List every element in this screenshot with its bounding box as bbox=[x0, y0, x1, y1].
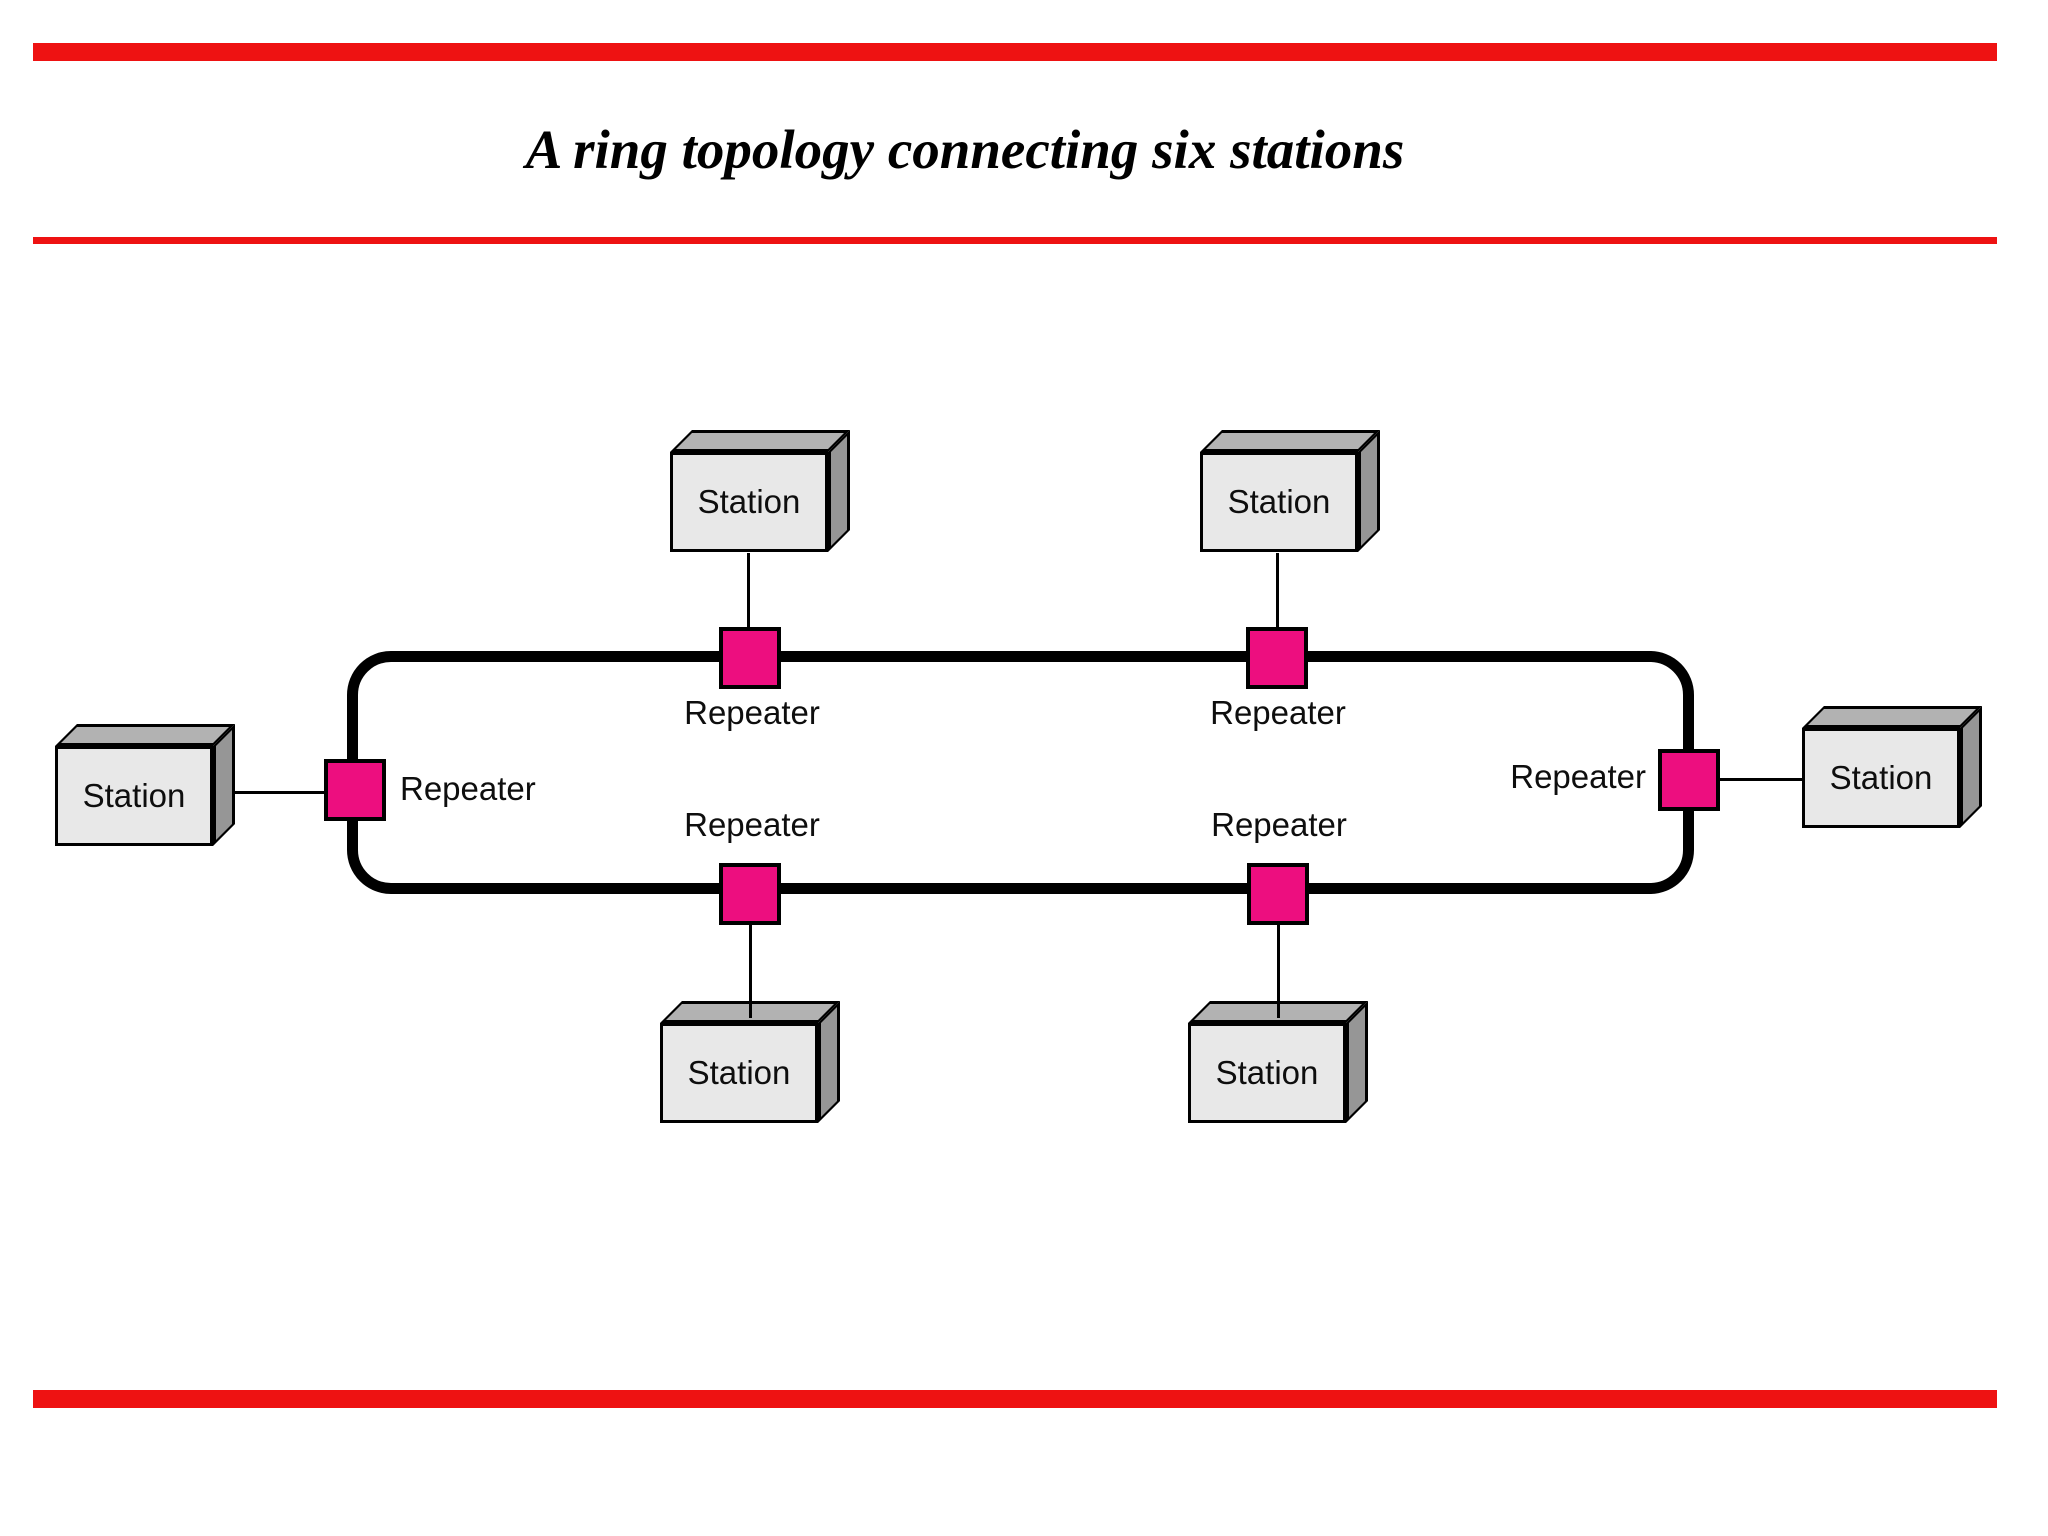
connector-left bbox=[222, 791, 326, 794]
station-label: Station bbox=[1188, 1023, 1346, 1123]
station-node-top-right: Station bbox=[1200, 430, 1380, 552]
repeater-label-bottom-right: Repeater bbox=[1211, 806, 1347, 843]
repeater-node-left bbox=[324, 759, 386, 821]
repeater-node-bottom-right bbox=[1247, 863, 1309, 925]
repeater-label-bottom-left: Repeater bbox=[684, 806, 820, 843]
repeater-node-right bbox=[1658, 749, 1720, 811]
station-box-side-face bbox=[1960, 706, 1982, 828]
repeater-node-top-left bbox=[719, 627, 781, 689]
station-box-top-face bbox=[1200, 430, 1380, 452]
connector-bottom-left bbox=[749, 924, 752, 1018]
station-box-top-face bbox=[670, 430, 850, 452]
station-label: Station bbox=[660, 1023, 818, 1123]
repeater-label-right: Repeater bbox=[1510, 758, 1646, 795]
connector-right bbox=[1718, 778, 1804, 781]
station-node-right: Station bbox=[1802, 706, 1982, 828]
repeater-node-bottom-left bbox=[719, 863, 781, 925]
repeater-label-top-right: Repeater bbox=[1210, 694, 1346, 731]
connector-bottom-right bbox=[1277, 924, 1280, 1018]
station-box-top-face bbox=[55, 724, 235, 746]
station-label: Station bbox=[1200, 452, 1358, 552]
station-box-side-face bbox=[1346, 1001, 1368, 1123]
station-node-bottom-right: Station bbox=[1188, 1001, 1368, 1123]
station-box-side-face bbox=[213, 724, 235, 846]
station-label: Station bbox=[55, 746, 213, 846]
repeater-label-left: Repeater bbox=[400, 770, 536, 807]
connector-top-right bbox=[1276, 553, 1279, 629]
station-node-top-left: Station bbox=[670, 430, 850, 552]
station-box-top-face bbox=[1802, 706, 1982, 728]
station-label: Station bbox=[670, 452, 828, 552]
page-title: A ring topology connecting six stations bbox=[525, 119, 1405, 180]
station-node-left: Station bbox=[55, 724, 235, 846]
station-node-bottom-left: Station bbox=[660, 1001, 840, 1123]
repeater-node-top-right bbox=[1246, 627, 1308, 689]
title-divider-line bbox=[33, 237, 1997, 244]
connector-top-left bbox=[747, 553, 750, 629]
station-label: Station bbox=[1802, 728, 1960, 828]
station-box-side-face bbox=[818, 1001, 840, 1123]
station-box-side-face bbox=[828, 430, 850, 552]
station-box-side-face bbox=[1358, 430, 1380, 552]
top-red-bar bbox=[33, 43, 1997, 61]
repeater-label-top-left: Repeater bbox=[684, 694, 820, 731]
bottom-red-bar bbox=[33, 1390, 1997, 1408]
